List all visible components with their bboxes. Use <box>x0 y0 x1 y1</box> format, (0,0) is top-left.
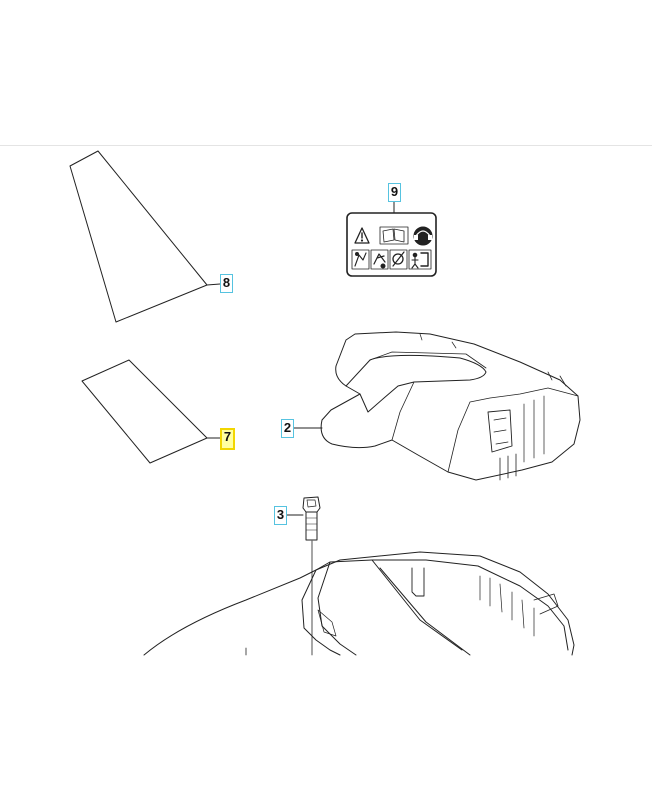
hearing-protection-icon <box>413 226 433 246</box>
callout-2[interactable]: 2 <box>281 419 294 438</box>
cover-part-2 <box>320 331 581 481</box>
thrown-objects-icon <box>351 249 370 270</box>
callout-3[interactable]: 3 <box>274 506 287 525</box>
warning-triangle-icon <box>354 227 370 244</box>
grass-box-base <box>143 551 575 656</box>
warning-label-part-9 <box>346 212 437 277</box>
leader-8 <box>206 283 221 286</box>
callout-7-highlighted[interactable]: 7 <box>220 428 235 450</box>
separator-line <box>0 145 652 146</box>
decal-part-8 <box>69 150 208 323</box>
keep-away-icon <box>408 249 432 270</box>
read-manual-icon <box>379 226 409 245</box>
foot-hazard-icon <box>389 249 408 270</box>
decal-part-7 <box>81 359 208 464</box>
callout-9[interactable]: 9 <box>388 183 401 202</box>
hand-hazard-icon <box>370 249 389 270</box>
callout-8[interactable]: 8 <box>220 274 233 293</box>
screw-part-3 <box>302 496 321 541</box>
